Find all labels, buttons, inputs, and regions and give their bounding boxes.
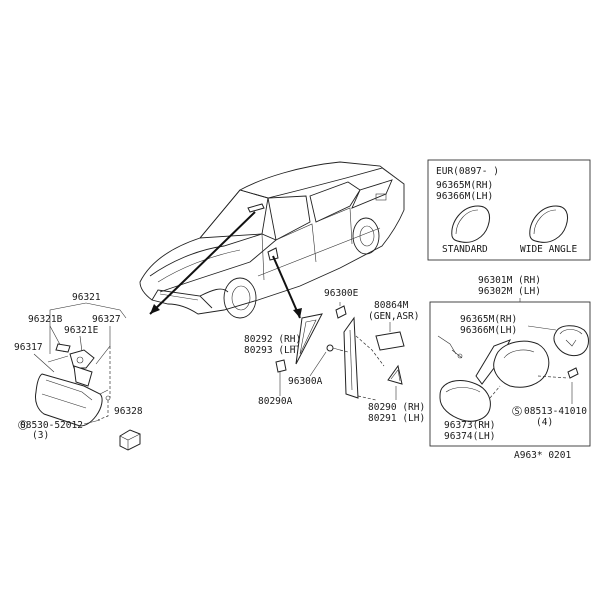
car-illustration — [139, 161, 405, 319]
label-80290: 80290 (RH) — [368, 402, 425, 413]
label-96300e: 96300E — [324, 288, 359, 299]
label-08530: 08530-52012 — [20, 420, 83, 431]
label-96301m: 96301M (RH) — [478, 275, 541, 286]
label-96317: 96317 — [14, 342, 43, 353]
interior-mirror-body — [35, 373, 103, 427]
wide-angle-mirror-glass — [529, 205, 569, 243]
label-80864m-note: (GEN,ASR) — [368, 311, 419, 322]
label-80291: 80291 (LH) — [368, 413, 425, 424]
eur-header: EUR(0897- ) — [436, 166, 499, 177]
label-80292: 80292 (RH) — [244, 334, 301, 345]
figure-code: A963* 0201 — [514, 450, 571, 461]
label-96302m: 96302M (LH) — [478, 286, 541, 297]
part-80290 — [387, 364, 403, 385]
standard-mirror-glass — [451, 205, 491, 243]
wide-angle-label: WIDE ANGLE — [520, 244, 577, 255]
label-96321: 96321 — [72, 292, 101, 303]
corner-finisher-group: 96300E 80292 (RH) 80293 (LH) 96300A 8029… — [244, 288, 425, 424]
label-96321e: 96321E — [64, 325, 99, 336]
label-96365m: 96365M(RH) — [460, 314, 517, 325]
label-96366m: 96366M(LH) — [460, 325, 517, 336]
label-96321b: 96321B — [28, 314, 63, 325]
door-mirror-group: 96301M (RH) 96302M (LH) 96365M(RH) 96366… — [429, 275, 591, 447]
eur-part-lh: 96366M(LH) — [436, 191, 493, 202]
label-80864m: 80864M — [374, 300, 409, 311]
label-96300a: 96300A — [288, 376, 323, 387]
label-96327: 96327 — [92, 314, 121, 325]
pointer-arrows — [149, 211, 302, 319]
svg-text:S: S — [515, 407, 520, 417]
mirror-cover-96373 — [439, 380, 491, 422]
finisher-80292 — [295, 313, 323, 365]
cover-96328 — [119, 429, 141, 451]
label-08513: 08513-41010 — [524, 406, 587, 417]
door-mirror-housing — [493, 340, 550, 388]
label-80293: 80293 (LH) — [244, 345, 301, 356]
label-08530-qty: (3) — [32, 430, 49, 441]
interior-mirror-group: 96321 96321B 96327 96321E 96317 08530-52… — [14, 292, 143, 451]
part-80864m — [375, 331, 405, 351]
door-mirror-glass — [553, 325, 589, 357]
label-96374: 96374(LH) — [444, 431, 495, 442]
label-96328: 96328 — [114, 406, 143, 417]
label-08513-qty: (4) — [536, 417, 553, 428]
standard-label: STANDARD — [442, 244, 488, 255]
eur-inset-box: EUR(0897- ) 96365M(RH) 96366M(LH) STANDA… — [427, 159, 591, 261]
label-80290a: 80290A — [258, 396, 293, 407]
label-96373: 96373(RH) — [444, 420, 495, 431]
eur-part-rh: 96365M(RH) — [436, 180, 493, 191]
svg-text:S: S — [21, 421, 26, 431]
